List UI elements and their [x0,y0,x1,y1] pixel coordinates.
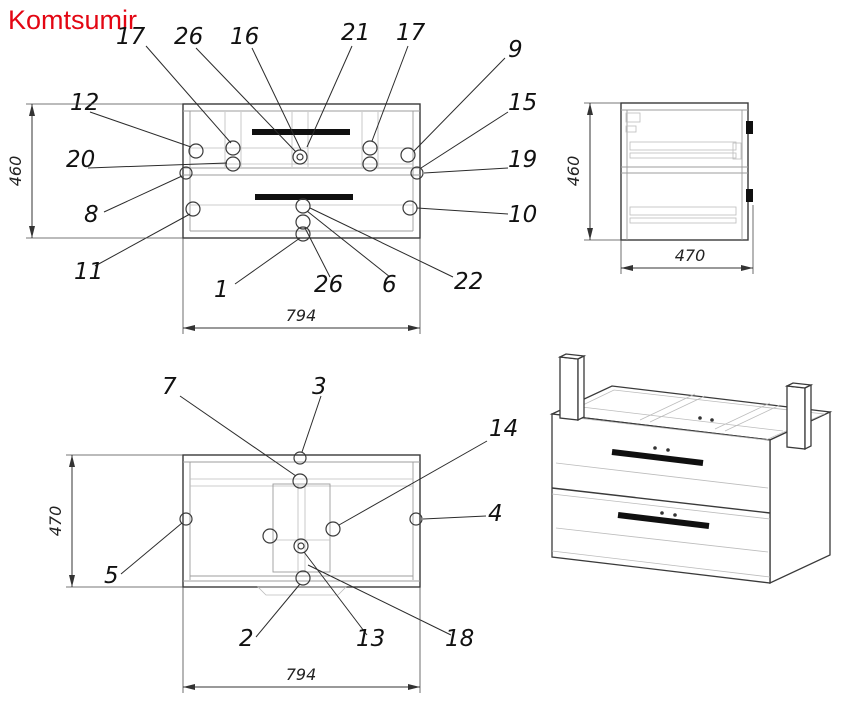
top-view: 7 3 14 4 5 2 13 18 470 794 [46,374,518,693]
back-post-right [784,382,814,451]
callout-18: 18 [445,626,474,652]
dim-794-front: 794 [286,306,317,325]
callout-15: 15 [508,90,537,116]
dim-460-side: 460 [564,156,583,187]
brand-logo: Komtsumir [8,5,137,35]
callout-14: 14 [489,416,518,442]
front-leader-lines [87,45,509,285]
callout-9: 9 [508,37,523,63]
back-post-left [557,353,587,422]
callout-17b: 17 [396,20,426,46]
callout-12: 12 [70,90,99,116]
callout-4: 4 [488,501,503,527]
side-view: 460 470 [564,102,754,274]
dim-470-top: 470 [46,506,65,537]
callout-26: 26 [174,24,203,50]
callout-21: 21 [341,20,370,46]
callout-6: 6 [382,272,397,298]
drawer-handle-top-side [746,121,753,134]
front-dim-height: 460 [6,103,183,239]
callout-7: 7 [162,374,177,400]
top-leader-lines [120,395,488,638]
side-dim-depth: 470 [620,205,754,274]
callout-17: 17 [116,24,146,50]
callout-10: 10 [508,202,537,228]
callout-5: 5 [104,563,119,589]
front-callout-circles [179,140,424,242]
drawer-handle-top-front [252,129,350,135]
drawer-handle-bottom-front [255,194,353,200]
side-dim-height: 460 [564,102,621,241]
callout-19: 19 [508,147,537,173]
drawer-handle-bottom-side [746,189,753,202]
cabinet-outline-side [620,102,749,241]
callout-13: 13 [356,626,385,652]
callout-22: 22 [454,269,483,295]
dim-794-top: 794 [286,665,317,684]
callout-2: 2 [239,626,254,652]
dim-470-side: 470 [675,246,706,265]
top-callout-circles [179,451,423,586]
callout-20: 20 [66,147,95,173]
top-dim-depth: 470 [46,454,183,588]
callout-3: 3 [312,374,327,400]
siphon-cutout [272,483,331,573]
cabinet-outline-top [182,454,421,588]
cabinet-outline-front [182,103,421,239]
callout-1: 1 [214,277,229,303]
callout-8: 8 [84,202,99,228]
front-dim-width: 794 [182,238,421,334]
front-view: 17 26 16 21 17 9 12 15 20 19 8 10 11 1 2… [6,20,537,334]
callout-11: 11 [74,259,103,285]
top-dim-width: 794 [182,587,421,693]
callout-26b: 26 [314,272,343,298]
front-overhang [257,586,347,596]
drawer-handle-bottom-iso [617,512,710,529]
dim-460-front: 460 [6,156,25,187]
callout-16: 16 [230,24,259,50]
isometric-view [549,353,833,585]
drawer-handle-top-iso [611,449,704,466]
